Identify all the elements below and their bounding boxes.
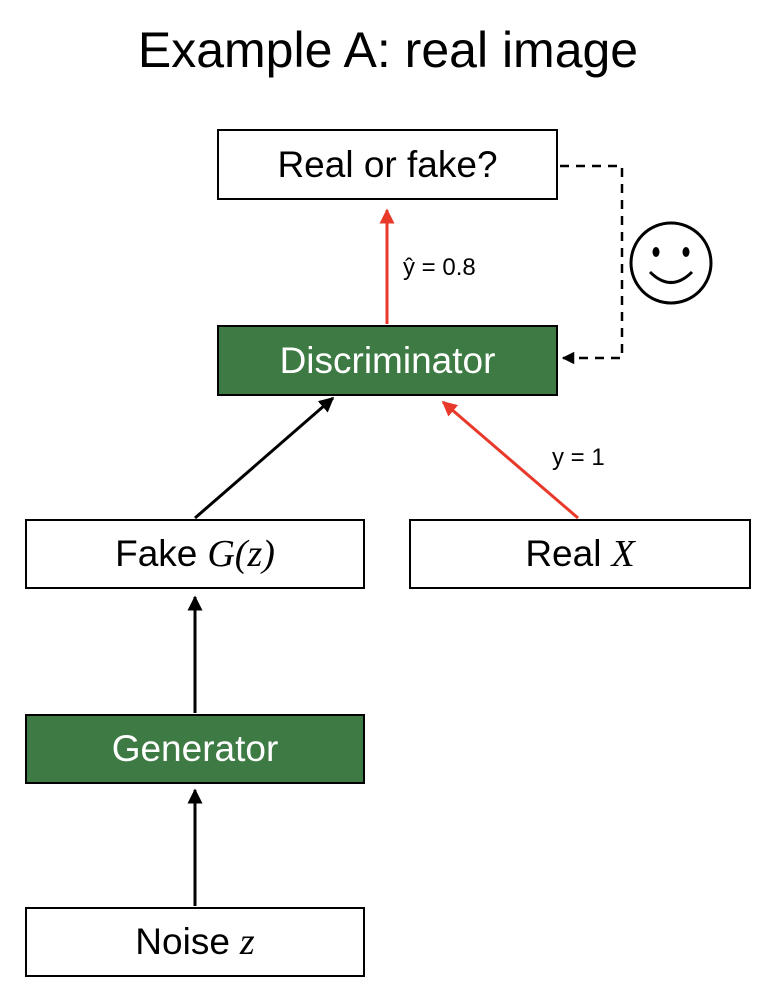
real-label: Real <box>525 533 602 574</box>
smiley-face-icon <box>629 221 713 305</box>
feedback-dashed-loop <box>560 164 624 365</box>
output-box: Real or fake? <box>217 129 558 200</box>
arrow-real-to-discriminator <box>441 400 579 520</box>
real-math: X <box>611 533 635 575</box>
fake-box: Fake G(z) <box>25 519 365 589</box>
output-label: Real or fake? <box>277 143 498 185</box>
prediction-label: ŷ = 0.8 <box>403 254 476 281</box>
generator-box: Generator <box>25 714 365 784</box>
discriminator-label: Discriminator <box>279 339 496 381</box>
noise-label: Noise <box>135 921 230 962</box>
target-label: y = 1 <box>552 444 605 471</box>
generator-label: Generator <box>111 728 279 769</box>
discriminator-box: Discriminator <box>217 325 558 396</box>
diagram-title: Example A: real image <box>137 22 639 78</box>
fake-math: G(z) <box>207 533 275 575</box>
real-box: Real X <box>409 519 751 589</box>
arrow-fake-to-discriminator <box>194 396 335 520</box>
noise-math: z <box>239 921 255 963</box>
fake-label: Fake <box>115 533 198 574</box>
noise-box: Noise z <box>25 907 365 977</box>
